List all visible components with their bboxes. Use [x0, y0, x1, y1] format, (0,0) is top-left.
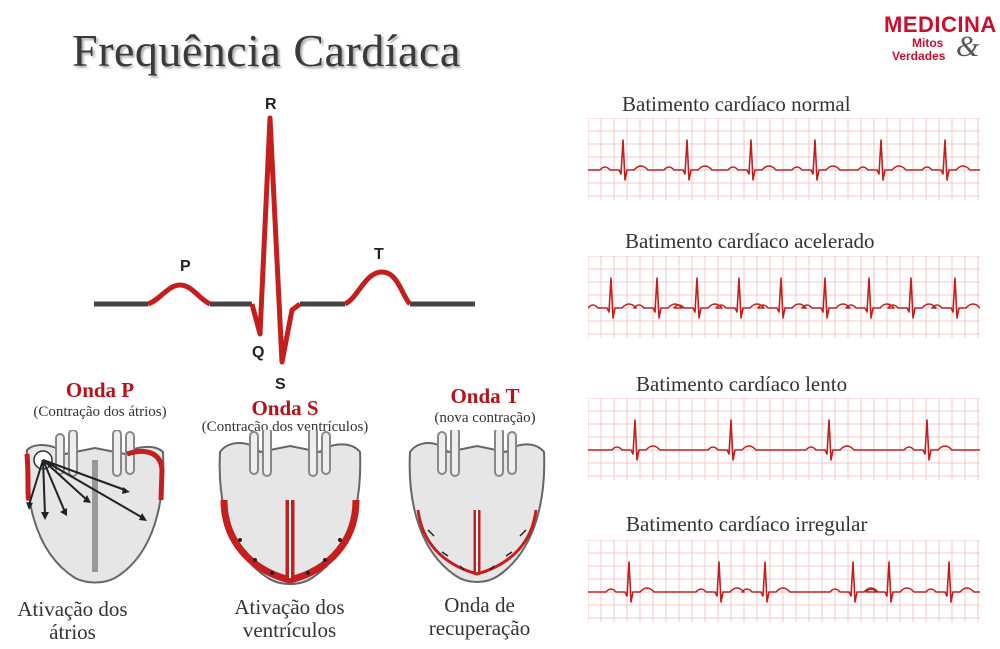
ecg-grid [588, 540, 980, 622]
caption-recovery: Onda de recuperação [402, 594, 557, 640]
caption-recovery-line2: recuperação [428, 616, 531, 640]
onda-s-subtitle: (Contração dos ventrículos) [201, 419, 369, 435]
logo-ampersand: & [956, 30, 980, 63]
logo: MEDICINA Mitos Verdades & [884, 12, 996, 68]
caption-ventricles: Ativação dos ventrículos [212, 596, 367, 642]
rhythm-label-fast: Batimento cardíaco acelerado [625, 229, 875, 253]
heart-ventricles-illustration [218, 430, 362, 585]
ecg-strip-irregular [588, 540, 980, 622]
onda-s-title: Onda S [251, 396, 319, 420]
ecg-grid [588, 398, 980, 480]
caption-recovery-line1: Onda de [444, 593, 515, 617]
q-wave-label: Q [252, 344, 265, 361]
heart-atria-illustration [24, 430, 165, 584]
ecg-trace [588, 561, 980, 603]
ecg-trace [588, 419, 980, 461]
ecg-grid [588, 256, 980, 338]
onda-p-title: Onda P [65, 378, 135, 402]
onda-t-title: Onda T [450, 384, 520, 408]
caption-atria: Ativação dos átrios [0, 598, 145, 644]
logo-line3: Verdades [892, 49, 946, 63]
ecg-strip-slow [588, 398, 980, 480]
caption-atria-line1: Ativação dos [17, 597, 128, 621]
onda-p-subtitle: (Contração dos átrios) [33, 404, 167, 420]
caption-atria-line2: átrios [49, 620, 96, 644]
pqrst-wave-diagram [94, 115, 475, 365]
p-wave-label: P [180, 258, 191, 275]
heart-recovery-illustration [408, 430, 546, 583]
ecg-grid [588, 118, 980, 200]
ecg-trace [588, 139, 980, 181]
t-wave-curve [343, 269, 412, 307]
r-wave-label: R [265, 96, 277, 113]
p-wave-curve [147, 282, 212, 307]
rhythm-label-slow: Batimento cardíaco lento [636, 372, 848, 396]
s-wave-label: S [275, 376, 286, 393]
rhythm-label-normal: Batimento cardíaco normal [622, 92, 851, 116]
rhythm-label-irregular: Batimento cardíaco irregular [626, 512, 868, 536]
caption-ventricles-line1: Ativação dos [234, 595, 345, 619]
onda-t-subtitle: (nova contração) [434, 410, 536, 426]
t-wave-label: T [374, 246, 384, 263]
ecg-trace [588, 277, 980, 319]
page-title: Frequência Cardíaca [72, 25, 461, 76]
ecg-strip-normal [588, 118, 980, 200]
ecg-strip-fast [588, 256, 980, 338]
logo-line2: Mitos [912, 36, 944, 50]
logo-line1: MEDICINA [884, 12, 997, 37]
qrs-complex [249, 115, 302, 365]
caption-ventricles-line2: ventrículos [242, 618, 337, 642]
